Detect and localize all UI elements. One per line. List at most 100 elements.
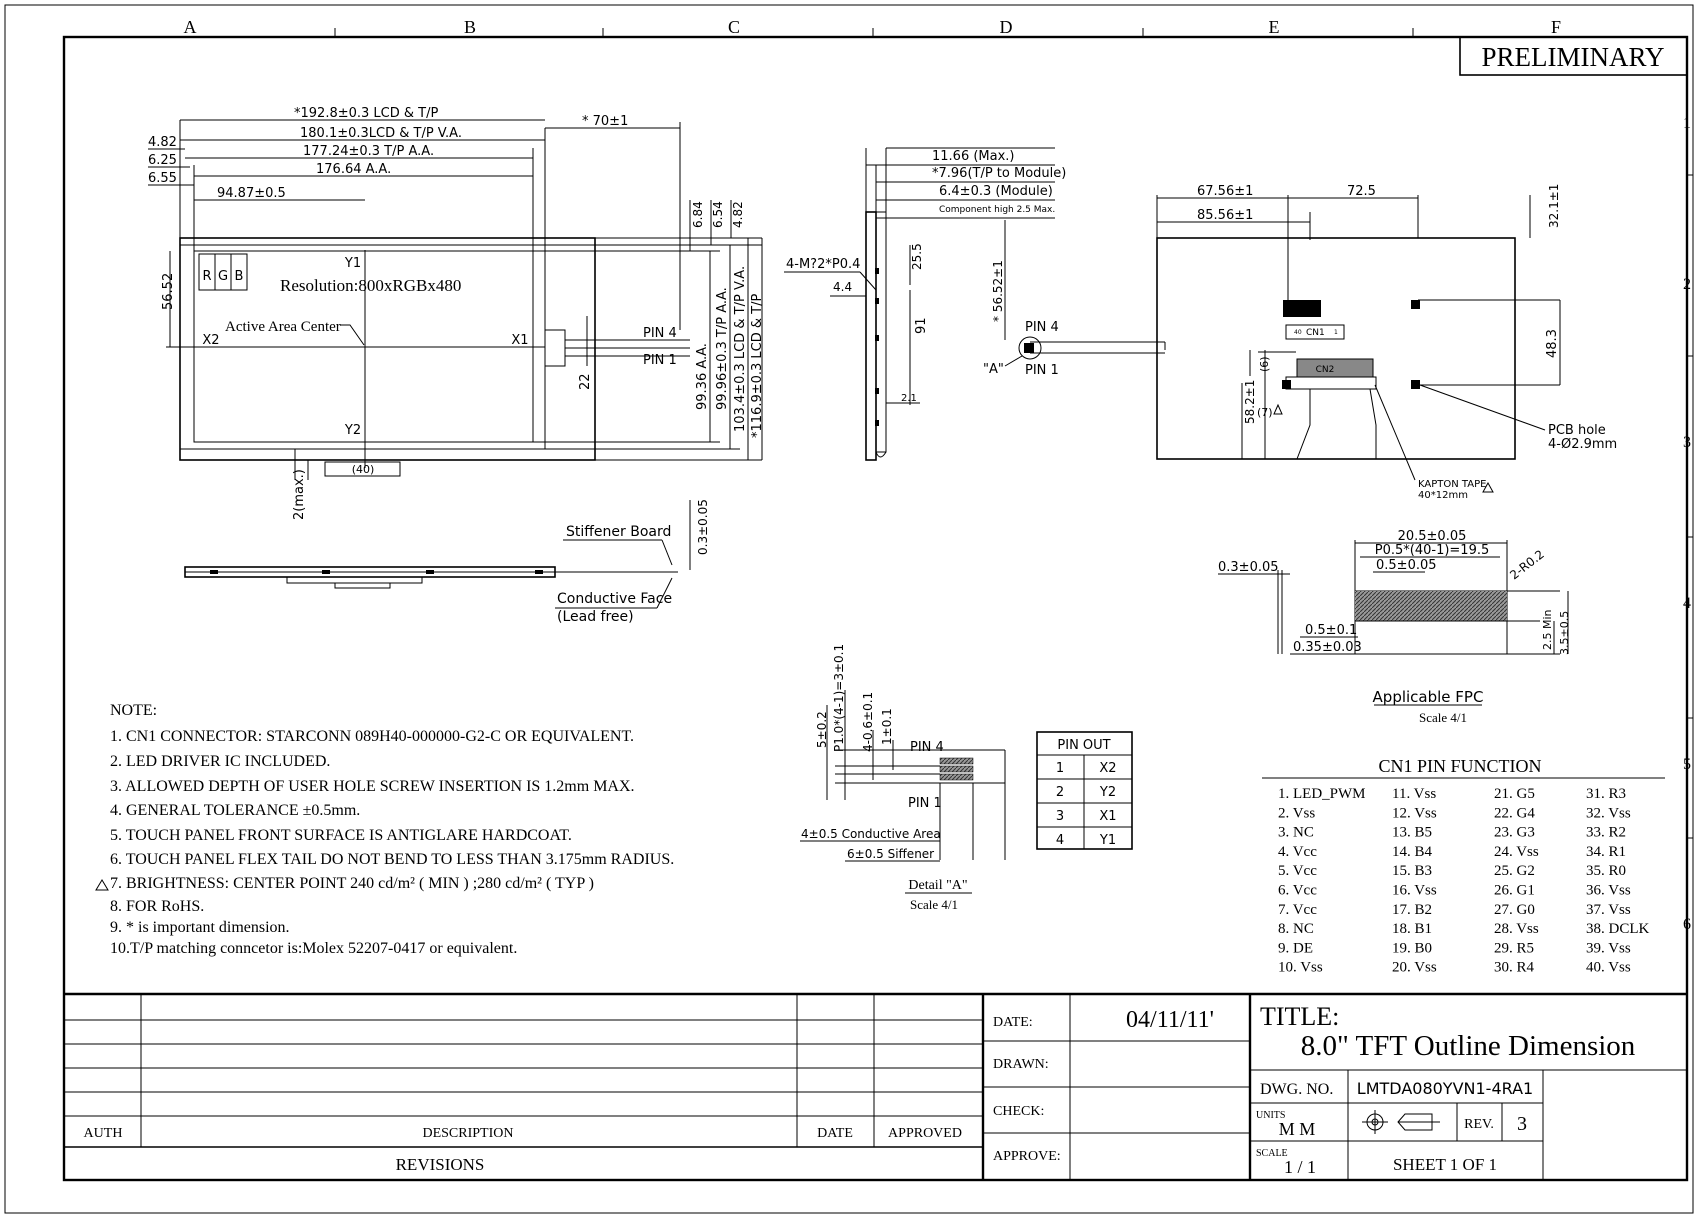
note-1: 1. CN1 CONNECTOR: STARCONN 089H40-000000… <box>110 728 634 745</box>
check-label: CHECK: <box>993 1104 1044 1119</box>
stiffener-label: Stiffener Board <box>566 524 671 540</box>
dim-22: 22 <box>578 373 593 390</box>
cn1-pin-entry: 32. Vss <box>1586 805 1631 821</box>
cn1-pin-entry: 7. Vcc <box>1278 902 1317 918</box>
rev-approved-header: APPROVED <box>888 1126 962 1141</box>
cn1-pin-entry: 12. Vss <box>1392 805 1437 821</box>
preliminary-text: PRELIMINARY <box>1481 42 1664 72</box>
dwg-label: DWG. NO. <box>1260 1081 1333 1098</box>
pinout-header: PIN OUT <box>1057 738 1110 753</box>
cn1-pin-entry: 4. Vcc <box>1278 844 1317 860</box>
title-block: AUTH DESCRIPTION DATE APPROVED REVISIONS… <box>64 992 1687 1180</box>
drawn-label: DRAWN: <box>993 1057 1049 1072</box>
note-9: 9. * is important dimension. <box>110 919 290 936</box>
dim-11-66: 11.66 (Max.) <box>932 149 1015 164</box>
rear-view: 67.56±1 72.5 85.56±1 32.1±1 48.3 40 CN1 … <box>1156 184 1617 501</box>
dim-4-82-left: 4.82 <box>148 135 177 150</box>
zone-row-labels: 1 2 3 4 5 6 <box>1683 115 1691 933</box>
dim-48-3: 48.3 <box>1545 329 1560 358</box>
notes: NOTE: 1. CN1 CONNECTOR: STARCONN 089H40-… <box>95 702 674 957</box>
cn1-pin-entry: 8. NC <box>1278 921 1314 937</box>
pinout-row-1-sig: X2 <box>1099 761 1116 776</box>
detail-dim-5: 5±0.2 <box>815 711 829 748</box>
detail-scale: Scale 4/1 <box>910 897 958 912</box>
cn1-pin-entry: 35. R0 <box>1586 863 1626 879</box>
cn1-pin-entry: 29. R5 <box>1494 940 1534 956</box>
dim-0-3: 0.3±0.05 <box>696 499 710 555</box>
dim-4-82-right: 4.82 <box>731 201 745 228</box>
cn1-pin-entry: 15. B3 <box>1392 863 1432 879</box>
title-value: 8.0" TFT Outline Dimension <box>1301 1030 1636 1062</box>
dim-176-64: 176.64 A.A. <box>316 162 391 177</box>
dim-70: * 70±1 <box>582 114 628 129</box>
cn1-pin-entry: 33. R2 <box>1586 825 1626 841</box>
pcb-hole-label: PCB hole <box>1548 423 1606 438</box>
axis-x2: X2 <box>202 333 219 348</box>
dim-6-25: 6.25 <box>148 153 177 168</box>
dim-2-1: 2.1 <box>901 393 917 404</box>
cn1-pin-entry: 25. G2 <box>1494 863 1535 879</box>
note-8: 8. FOR RoHS. <box>110 898 204 915</box>
axis-y1: Y1 <box>344 256 361 271</box>
note-3: 3. ALLOWED DEPTH OF USER HOLE SCREW INSE… <box>110 778 635 795</box>
dim-99-96: 99.96±0.3 T/P A.A. <box>715 287 730 410</box>
dim-192-8: *192.8±0.3 LCD & T/P <box>294 106 438 121</box>
zone-row-3: 3 <box>1683 434 1691 451</box>
conductive-label: Conductive Face <box>557 591 672 607</box>
rev-description-header: DESCRIPTION <box>422 1126 513 1141</box>
dim-85-56: 85.56±1 <box>1197 208 1253 223</box>
cn1-pin-entry: 3. NC <box>1278 825 1314 841</box>
detail-pin1: PIN 1 <box>908 796 942 811</box>
note-7: 7. BRIGHTNESS: CENTER POINT 240 cd/m² ( … <box>110 875 594 892</box>
dim-103-4: 103.4±0.3 LCD & T/P V.A. <box>733 266 748 432</box>
zone-col-d: D <box>1000 17 1013 37</box>
cn1-pin-entry: 27. G0 <box>1494 902 1535 918</box>
revisions-footer: REVISIONS <box>396 1155 485 1174</box>
dim-67-56: 67.56±1 <box>1197 184 1253 199</box>
detail-dim-1: 1±0.1 <box>880 708 894 745</box>
resolution-label: Resolution:800xRGBx480 <box>280 276 461 295</box>
notes-title: NOTE: <box>110 702 157 719</box>
zone-row-2: 2 <box>1683 276 1691 293</box>
note-2: 2. LED DRIVER IC INCLUDED. <box>110 753 330 770</box>
detail-pin4: PIN 4 <box>910 740 944 755</box>
zone-row-1: 1 <box>1683 115 1691 132</box>
pinout-row-2-pin: 2 <box>1056 785 1064 800</box>
zone-row-6: 6 <box>1683 916 1691 933</box>
rev-value: 3 <box>1517 1113 1527 1135</box>
projection-symbol-icon <box>1362 1110 1440 1134</box>
zone-col-b: B <box>464 17 476 37</box>
detail-a: PIN 4 PIN 1 5±0.2 P1.0*(4-1)=3±0.1 4-0.6… <box>800 644 1006 912</box>
scale-label: SCALE <box>1256 1148 1288 1159</box>
dim-116-9: *116.9±0.3 LCD & T/P <box>750 294 765 438</box>
preliminary-stamp: PRELIMINARY <box>1459 36 1688 76</box>
cn1-pin-entry: 9. DE <box>1278 940 1313 956</box>
fpc-dim-0-5-0-1: 0.5±0.1 <box>1305 623 1357 638</box>
dim-56-52-left: 56.52 <box>161 273 176 310</box>
pinout-row-4-pin: 4 <box>1056 833 1064 848</box>
rgb-r: R <box>202 269 211 284</box>
cn2-label: CN2 <box>1316 365 1335 375</box>
dim-2max: 2(max.) <box>292 469 307 520</box>
fpc-dim-2-5-min: 2.5 Min <box>1541 609 1554 650</box>
front-pin1: PIN 1 <box>643 353 677 368</box>
zone-row-5: 5 <box>1683 756 1691 773</box>
cn1-pin-1: 1 <box>1334 329 1338 336</box>
fpc-dim-0-35: 0.35±0.03 <box>1293 640 1362 655</box>
dim-component-high: Component high 2.5 Max. <box>939 205 1055 215</box>
rev-auth-header: AUTH <box>84 1126 123 1141</box>
dim-6-4: 6.4±0.3 (Module) <box>939 184 1053 199</box>
dim-6-55: 6.55 <box>148 171 177 186</box>
dim-56-52-side: * 56.52±1 <box>991 260 1005 322</box>
cn1-label: CN1 <box>1306 328 1325 338</box>
scale-value: 1 / 1 <box>1284 1157 1316 1177</box>
cn1-pin-entry: 24. Vss <box>1494 844 1539 860</box>
cn1-pin-entry: 21. G5 <box>1494 786 1535 802</box>
cn1-pin-entry: 6. Vcc <box>1278 883 1317 899</box>
note-7-revision-mark <box>95 879 109 891</box>
units-value: M M <box>1279 1119 1316 1139</box>
fpc-dim-3-5: 3.5±0.5 <box>1558 611 1571 655</box>
sheet-border <box>4 4 1694 1214</box>
detail-a-ref: "A" <box>983 362 1004 377</box>
